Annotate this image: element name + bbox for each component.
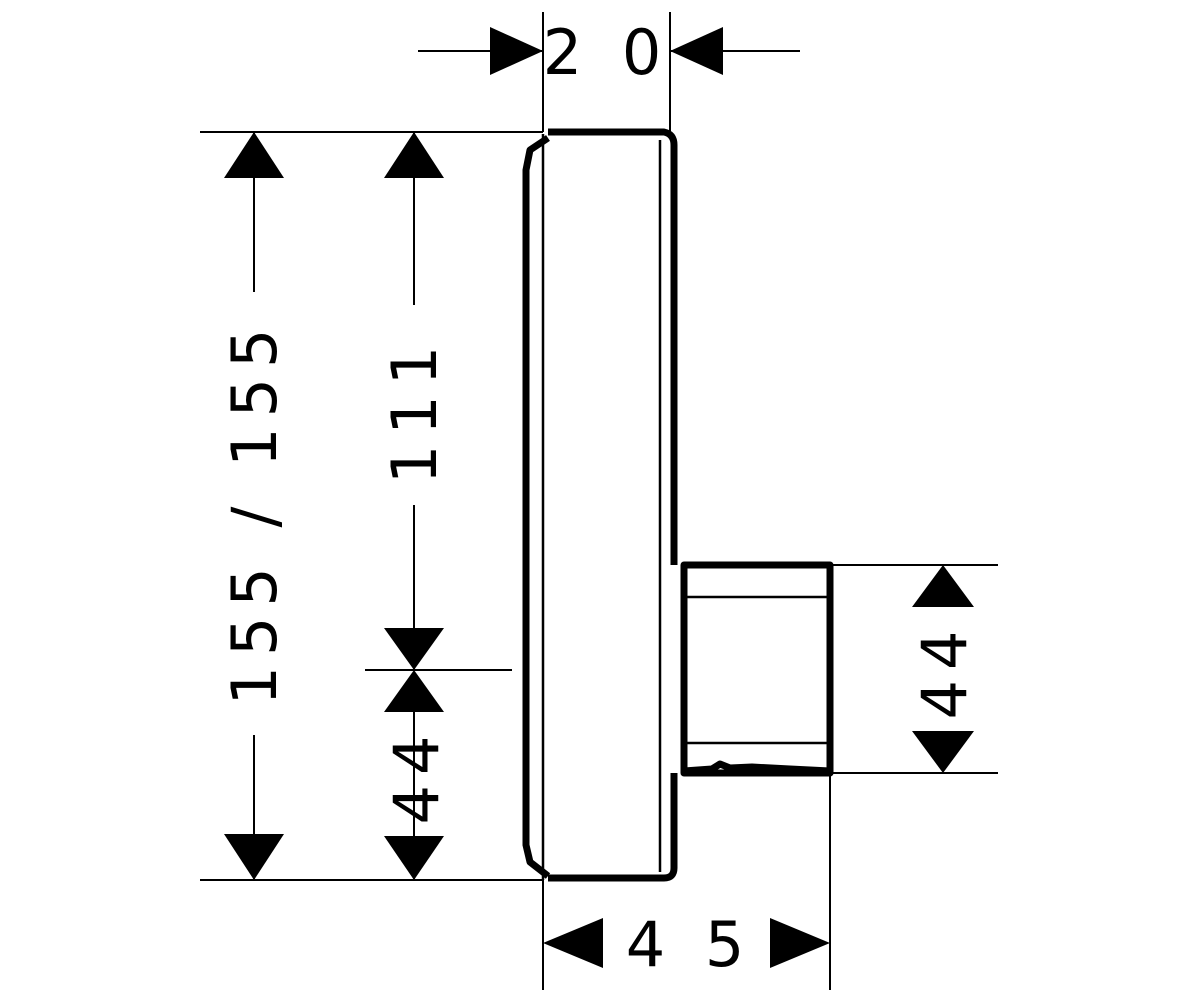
- dimension-label-bottom: 4 5: [626, 908, 755, 981]
- dimension-right-spout: 44: [830, 564, 998, 774]
- mounting-rim: [522, 135, 551, 879]
- arrow-up-icon: [384, 670, 444, 712]
- dimension-top-width: 2 0: [418, 12, 800, 132]
- arrow-right-icon: [490, 27, 543, 75]
- dimension-bottom-depth: 4 5: [542, 773, 831, 990]
- arrow-down-icon: [384, 836, 444, 880]
- dimension-left-overall: 155 / 155: [200, 131, 543, 881]
- arrow-down-icon: [384, 628, 444, 670]
- dimension-label-upper: 111: [378, 336, 451, 484]
- fitting-body: [522, 128, 834, 882]
- dimension-left-lower: 44: [365, 669, 512, 880]
- arrow-down-icon: [912, 731, 974, 773]
- arrow-left-icon: [543, 918, 603, 968]
- dimension-label-spout: 44: [908, 621, 981, 720]
- dimension-label-lower: 44: [380, 726, 453, 825]
- arrow-up-icon: [224, 132, 284, 178]
- arrow-left-icon: [670, 27, 723, 75]
- dimension-label-overall: 155 / 155: [218, 319, 291, 706]
- arrow-up-icon: [912, 565, 974, 607]
- spout-threaded-edge: [683, 760, 831, 775]
- dimension-left-upper: 111: [378, 132, 451, 670]
- arrow-down-icon: [224, 834, 284, 880]
- arrow-right-icon: [770, 918, 830, 968]
- dimension-label-top: 2 0: [543, 16, 672, 89]
- cover-plate-outline: [548, 128, 678, 882]
- arrow-up-icon: [384, 132, 444, 178]
